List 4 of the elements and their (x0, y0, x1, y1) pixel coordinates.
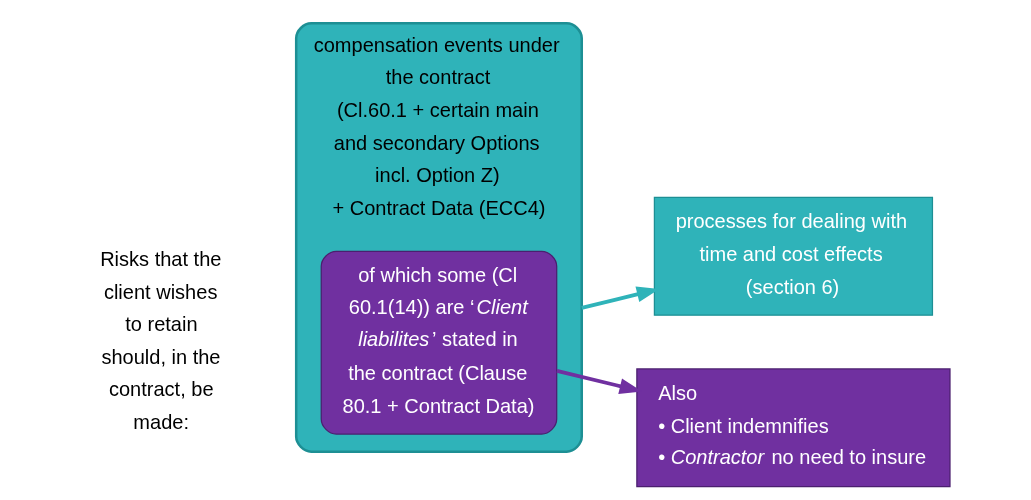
node-box: Also • Client indemnifies • Contractor no need to insure (635, 368, 951, 488)
node-box: processes for dealing with time and cost effects (section 6) (653, 196, 933, 316)
label: Risks that the client wishes to retain should, in the contract, be made: (99, 248, 221, 433)
node-box: of which some (Cl 60.1(14)) are ‘Client liabilites’ stated in the contract (Clause 80.1 + Contract Data) (320, 250, 557, 435)
